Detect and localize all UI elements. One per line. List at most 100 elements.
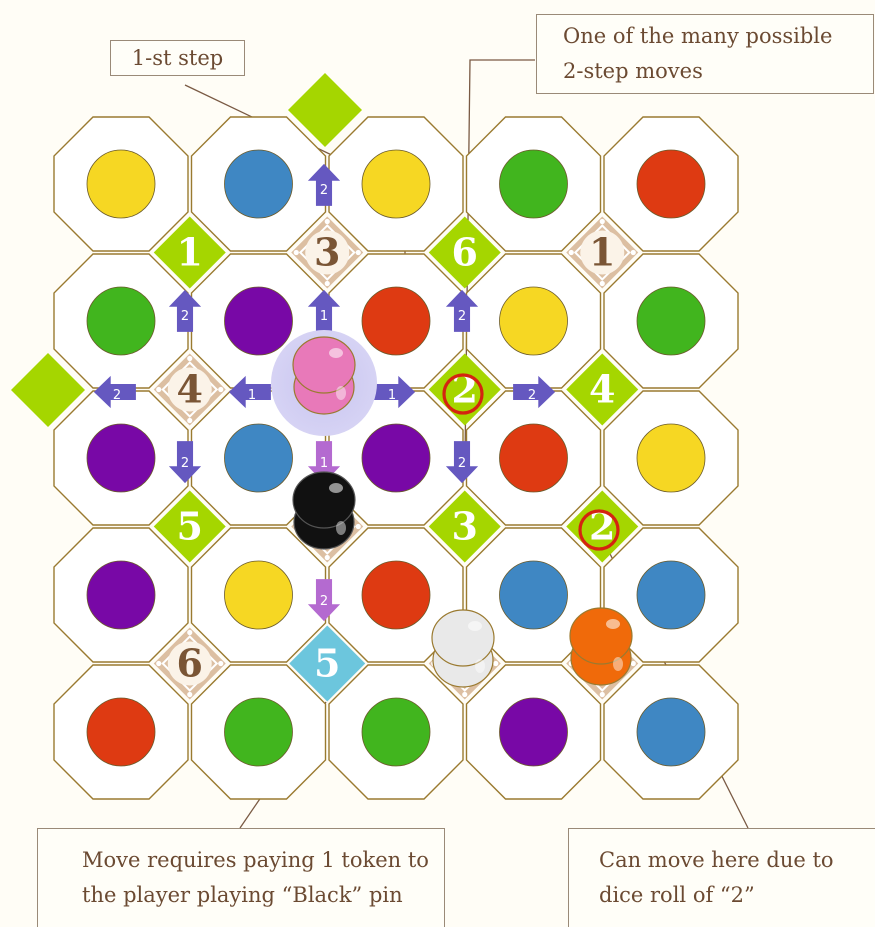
junction-number: 2 bbox=[452, 367, 478, 412]
board-cell[interactable] bbox=[328, 390, 464, 526]
arrow-shape bbox=[168, 289, 202, 332]
board-cell[interactable] bbox=[190, 527, 327, 663]
move-arrow-down-2[interactable]: 2 bbox=[445, 441, 479, 484]
junction-diamond bbox=[153, 216, 226, 289]
junction-lime[interactable] bbox=[288, 73, 362, 147]
board-cell[interactable] bbox=[465, 390, 602, 526]
color-disc-yellow bbox=[86, 149, 156, 219]
junction-cyan-5[interactable]: 5 bbox=[289, 625, 366, 702]
color-disc-purple bbox=[499, 697, 568, 767]
junction-lime-5[interactable]: 5 bbox=[153, 490, 226, 563]
junction-number: 6 bbox=[177, 641, 203, 686]
move-arrow-up-1[interactable]: 1 bbox=[307, 289, 341, 332]
junction-dot bbox=[187, 691, 193, 698]
junction-tan-6[interactable]: 6 bbox=[153, 627, 226, 700]
arrow-shape bbox=[445, 289, 479, 332]
pin-pink[interactable] bbox=[292, 336, 356, 415]
arrow-step-label: 2 bbox=[181, 309, 189, 324]
junction-diamond bbox=[428, 216, 501, 289]
junction-dot bbox=[599, 280, 605, 287]
junction-lime-4[interactable]: 4 bbox=[566, 353, 639, 426]
color-disc-red bbox=[86, 697, 156, 767]
board-cell[interactable] bbox=[53, 116, 189, 252]
board-cell[interactable] bbox=[465, 527, 602, 663]
board-cell[interactable] bbox=[53, 390, 189, 526]
pin-shine bbox=[475, 659, 485, 673]
pin-head bbox=[292, 336, 356, 394]
junction-dot bbox=[324, 280, 330, 287]
move-arrow-left-2[interactable]: 2 bbox=[93, 375, 136, 409]
junction-tan-4[interactable]: 4 bbox=[153, 353, 226, 426]
move-arrow-right-2[interactable]: 2 bbox=[513, 375, 556, 409]
callout-token: Move requires paying 1 token to the play… bbox=[37, 828, 445, 927]
junction-disc bbox=[167, 367, 212, 412]
junction-diamond bbox=[566, 353, 639, 426]
board-cell[interactable] bbox=[603, 527, 739, 663]
move-arrow-down-2[interactable]: 2 bbox=[307, 579, 341, 622]
junction-lime-3[interactable]: 3 bbox=[428, 490, 501, 563]
pin-head bbox=[431, 609, 495, 667]
board-cell[interactable] bbox=[603, 253, 739, 389]
junction-lime-2[interactable]: 2 bbox=[428, 353, 501, 426]
junction-dot bbox=[187, 629, 193, 636]
color-disc-yellow bbox=[224, 560, 293, 630]
junction-lime-6[interactable]: 6 bbox=[428, 216, 501, 289]
pin-white[interactable] bbox=[431, 609, 495, 688]
pin-shine bbox=[336, 386, 346, 400]
color-disc-yellow bbox=[636, 423, 706, 493]
color-disc-purple bbox=[361, 423, 431, 493]
board-cell[interactable] bbox=[603, 116, 739, 252]
pin-shine bbox=[468, 621, 482, 631]
pin-black[interactable] bbox=[292, 471, 356, 550]
board-cell[interactable] bbox=[53, 253, 189, 389]
junction-lime[interactable] bbox=[11, 353, 85, 427]
junction-diamond bbox=[428, 490, 501, 563]
move-arrow-up-2[interactable]: 2 bbox=[445, 289, 479, 332]
move-arrow-up-2[interactable]: 2 bbox=[307, 163, 341, 206]
junction-dot bbox=[218, 660, 224, 667]
junction-dot bbox=[293, 249, 299, 256]
arrow-shape bbox=[373, 375, 416, 409]
junction-tan-3[interactable]: 3 bbox=[291, 216, 364, 289]
junction-diamond bbox=[428, 353, 501, 426]
move-arrow-up-2[interactable]: 2 bbox=[168, 289, 202, 332]
arrow-shape bbox=[513, 375, 556, 409]
callout-two-step-line2: 2-step moves bbox=[563, 59, 703, 83]
board-cell[interactable] bbox=[328, 664, 464, 800]
color-disc-blue bbox=[636, 560, 706, 630]
junction-tan-1[interactable]: 1 bbox=[566, 216, 639, 289]
move-arrow-left-1[interactable]: 1 bbox=[228, 375, 271, 409]
junction-dot bbox=[355, 249, 361, 256]
board-cell[interactable] bbox=[190, 664, 327, 800]
color-disc-blue bbox=[636, 697, 706, 767]
junction-dot bbox=[493, 660, 499, 667]
board-cell[interactable] bbox=[53, 527, 189, 663]
board-cell[interactable] bbox=[190, 116, 327, 252]
board-cell[interactable] bbox=[603, 664, 739, 800]
arrow-shape bbox=[228, 375, 271, 409]
junction-dot bbox=[630, 660, 636, 667]
color-disc-purple bbox=[86, 560, 156, 630]
pin-orange[interactable] bbox=[569, 607, 633, 686]
pin-shine bbox=[606, 619, 620, 629]
color-disc-green bbox=[499, 149, 568, 219]
move-arrow-right-1[interactable]: 1 bbox=[373, 375, 416, 409]
board-cell[interactable] bbox=[328, 116, 464, 252]
board-cell[interactable] bbox=[465, 664, 602, 800]
board-cell[interactable] bbox=[603, 390, 739, 526]
move-arrow-down-2[interactable]: 2 bbox=[168, 441, 202, 484]
junction-diamond bbox=[288, 73, 362, 147]
board-cell[interactable] bbox=[53, 664, 189, 800]
pin-shine bbox=[329, 348, 343, 358]
arrow-step-label: 1 bbox=[320, 309, 328, 324]
junction-number: 6 bbox=[452, 230, 478, 275]
junction-lime-1[interactable]: 1 bbox=[153, 216, 226, 289]
callout-dice: Can move here due to dice roll of “2” bbox=[568, 828, 875, 927]
junction-number: 1 bbox=[177, 230, 203, 275]
board-cell[interactable] bbox=[465, 253, 602, 389]
target-highlight-ring bbox=[442, 373, 484, 415]
junction-dot bbox=[630, 249, 636, 256]
board-cell[interactable] bbox=[328, 527, 464, 663]
arrow-shape bbox=[93, 375, 136, 409]
board-cell[interactable] bbox=[465, 116, 602, 252]
